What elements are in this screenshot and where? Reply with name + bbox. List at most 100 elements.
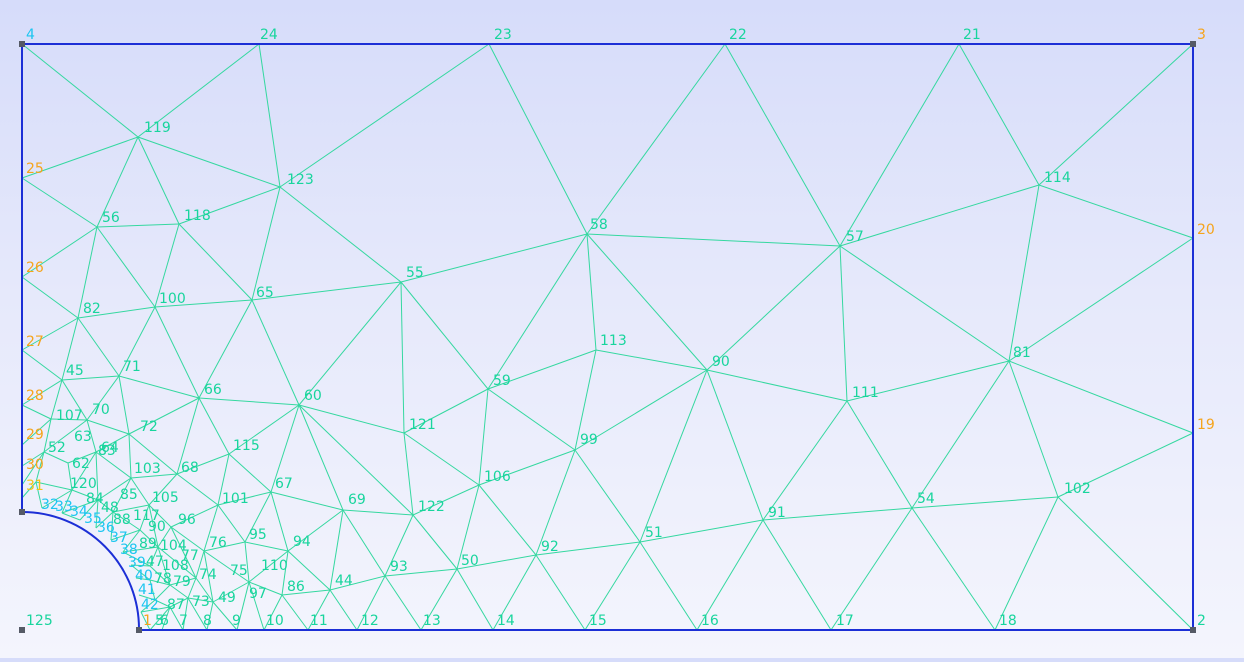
node-label: 8 xyxy=(203,613,212,629)
node-label: 83 xyxy=(98,443,116,459)
point-marker xyxy=(1190,41,1196,47)
node-label: 19 xyxy=(1197,417,1215,433)
node-label: 23 xyxy=(494,27,512,43)
node-label: 64 xyxy=(101,440,119,456)
node-label: 115 xyxy=(233,438,260,454)
node-label: 4 xyxy=(26,27,35,43)
node-label: 28 xyxy=(26,388,44,404)
node-label: 41 xyxy=(138,582,156,598)
node-label: 57 xyxy=(846,229,864,245)
node-label: 77 xyxy=(181,548,199,564)
node-label: 32 xyxy=(41,497,59,513)
node-label: 9 xyxy=(232,613,241,629)
node-label: 110 xyxy=(261,558,288,574)
node-label: 30 xyxy=(26,457,44,473)
node-label: 69 xyxy=(348,492,366,508)
node-label: 108 xyxy=(162,558,189,574)
node-label: 29 xyxy=(26,427,44,443)
node-label: 119 xyxy=(144,120,171,136)
node-label: 62 xyxy=(72,456,90,472)
node-label: 39 xyxy=(128,555,146,571)
node-label: 44 xyxy=(335,573,353,589)
node-label: 13 xyxy=(423,613,441,629)
node-labels: 4 24 23 22 21 3 25 20 26 27 28 19 29 30 … xyxy=(26,27,1215,629)
node-label: 93 xyxy=(390,559,408,575)
node-label: 113 xyxy=(600,333,627,349)
node-label: 7 xyxy=(179,613,188,629)
node-label: 90 xyxy=(712,354,730,370)
node-label: 40 xyxy=(135,568,153,584)
node-label: 96 xyxy=(178,512,196,528)
point-marker xyxy=(19,509,25,515)
node-label: 101 xyxy=(222,491,249,507)
node-label: 100 xyxy=(159,291,186,307)
node-label: 5 xyxy=(155,613,164,629)
node-label: 66 xyxy=(204,382,222,398)
node-label: 117 xyxy=(133,508,160,524)
node-label: 68 xyxy=(181,460,199,476)
node-label: 15 xyxy=(589,613,607,629)
node-label: 12 xyxy=(361,613,379,629)
node-label: 21 xyxy=(963,27,981,43)
node-label: 56 xyxy=(102,210,120,226)
node-label: 49 xyxy=(218,590,236,606)
node-label: 11 xyxy=(310,613,328,629)
node-label: 88 xyxy=(113,512,131,528)
node-label: 91 xyxy=(768,505,786,521)
node-label: 118 xyxy=(184,208,211,224)
node-label: 2 xyxy=(1197,613,1206,629)
node-label: 33 xyxy=(55,499,73,515)
node-label: 10 xyxy=(266,613,284,629)
node-label: 22 xyxy=(729,27,747,43)
node-label: 3 xyxy=(1197,27,1206,43)
node-label: 84 xyxy=(86,491,104,507)
node-label: 107 xyxy=(56,408,83,424)
node-label: 37 xyxy=(110,530,128,546)
point-marker xyxy=(19,627,25,633)
point-marker xyxy=(1190,627,1196,633)
node-label: 45 xyxy=(66,363,84,379)
node-label: 73 xyxy=(192,594,210,610)
node-label: 97 xyxy=(249,586,267,602)
node-label: 6 xyxy=(160,613,169,629)
node-label: 18 xyxy=(999,613,1017,629)
node-label: 25 xyxy=(26,161,44,177)
node-label: 31 xyxy=(26,478,44,494)
node-label: 75 xyxy=(230,563,248,579)
node-label: 63 xyxy=(74,429,92,445)
node-label: 60 xyxy=(304,388,322,404)
node-label: 86 xyxy=(287,579,305,595)
node-label: 38 xyxy=(120,542,138,558)
node-label: 71 xyxy=(123,359,141,375)
node-label: 121 xyxy=(409,417,436,433)
node-label: 85 xyxy=(120,487,138,503)
node-label: 123 xyxy=(287,172,314,188)
point-markers xyxy=(19,41,1196,633)
node-label: 58 xyxy=(590,217,608,233)
node-label: 122 xyxy=(418,499,445,515)
node-label: 1 xyxy=(143,613,152,629)
point-marker xyxy=(136,627,142,633)
node-label: 67 xyxy=(275,476,293,492)
node-label: 14 xyxy=(497,613,515,629)
node-label: 54 xyxy=(917,491,935,507)
mesh-edges xyxy=(21,43,1194,631)
node-label: 89 xyxy=(139,536,157,552)
node-label: 105 xyxy=(152,490,179,506)
node-label: 20 xyxy=(1197,222,1215,238)
node-label: 70 xyxy=(92,402,110,418)
node-label: 125 xyxy=(26,613,53,629)
node-label: 81 xyxy=(1013,345,1031,361)
node-label: 76 xyxy=(209,535,227,551)
node-label: 92 xyxy=(541,539,559,555)
node-label: 16 xyxy=(701,613,719,629)
node-label: 90 xyxy=(148,519,166,535)
node-label: 26 xyxy=(26,260,44,276)
node-label: 34 xyxy=(70,504,88,520)
node-label: 106 xyxy=(484,469,511,485)
node-label: 35 xyxy=(84,511,102,527)
node-label: 102 xyxy=(1064,481,1091,497)
node-label: 65 xyxy=(256,285,274,301)
